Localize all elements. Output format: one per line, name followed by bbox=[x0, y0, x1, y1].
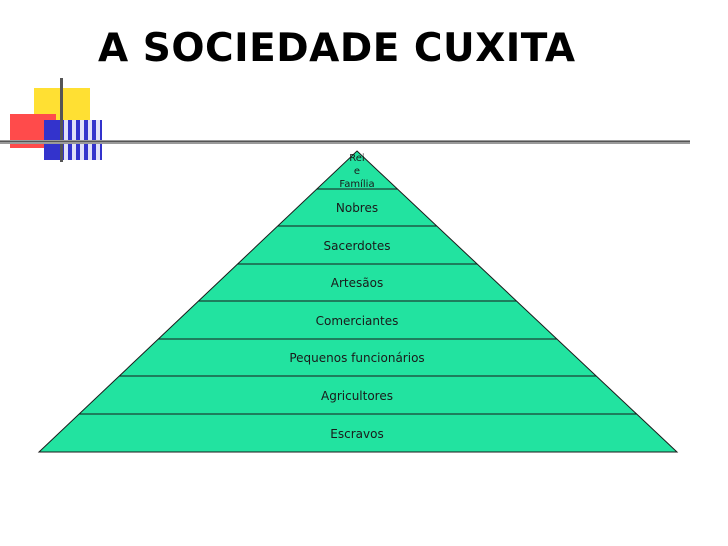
decorative-squares bbox=[0, 78, 690, 162]
pyramid-level-artesaos: Artesãos bbox=[331, 276, 383, 290]
apex-label-line-2: e bbox=[354, 166, 360, 177]
apex-label-line-3: Família bbox=[339, 178, 374, 190]
pyramid-level-pequenos-funcionarios: Pequenos funcionários bbox=[289, 351, 424, 365]
pyramid-level-comerciantes: Comerciantes bbox=[316, 314, 399, 328]
deco-vertical-line bbox=[60, 78, 63, 162]
slide-title: A SOCIEDADE CUXITA bbox=[98, 26, 576, 71]
pyramid-shapes bbox=[37, 150, 679, 453]
pyramid-level-sacerdotes: Sacerdotes bbox=[324, 239, 391, 253]
pyramid-level-escravos: Escravos bbox=[330, 427, 383, 441]
pyramid-level-agricultores: Agricultores bbox=[321, 389, 393, 403]
apex-label-line-1: Rei bbox=[349, 153, 364, 164]
pyramid-level-nobres: Nobres bbox=[336, 201, 378, 215]
